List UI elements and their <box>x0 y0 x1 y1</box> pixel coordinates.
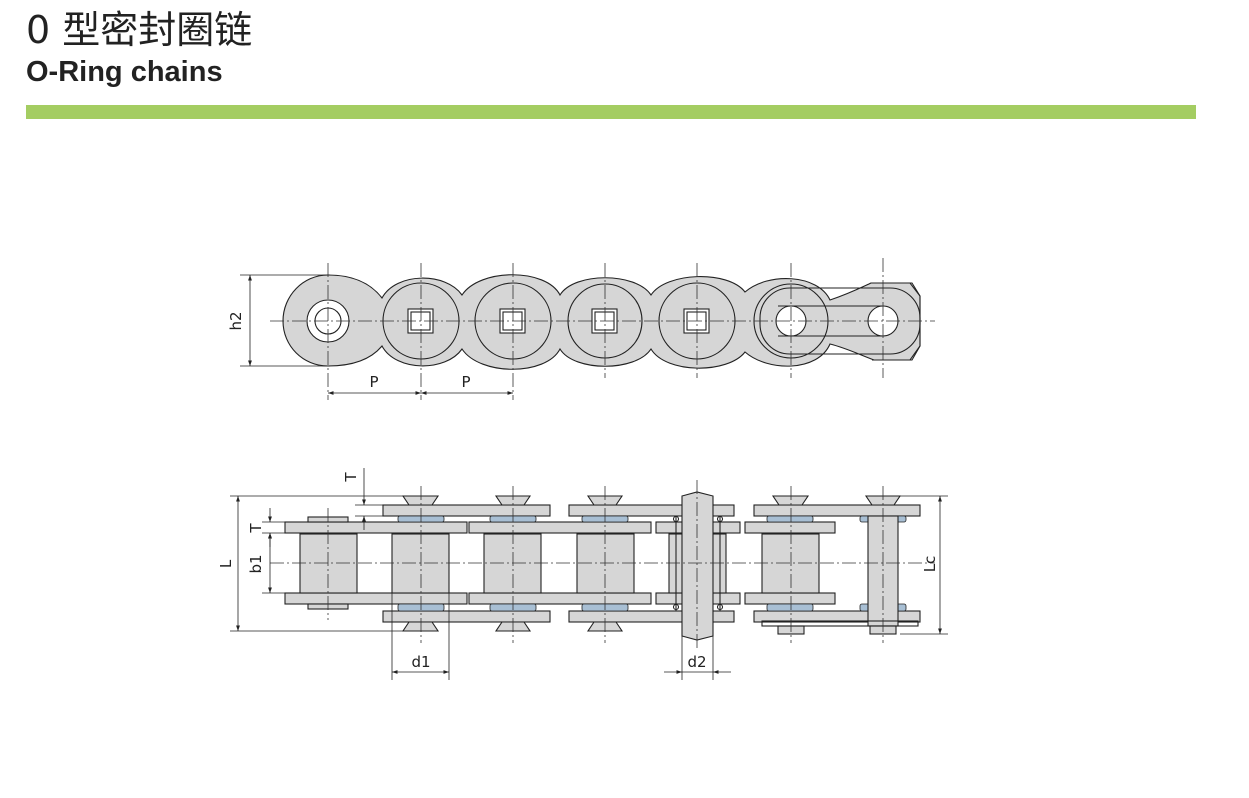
dim-label-T-outer: T <box>342 472 360 483</box>
dim-label-Lc: Lc <box>921 556 939 573</box>
dim-label-d2: d2 <box>687 653 706 671</box>
accent-bar <box>26 105 1196 119</box>
dim-label-d1: d1 <box>411 653 430 671</box>
dim-label-L: L <box>217 559 235 568</box>
dim-label-T-inner: T <box>247 523 265 534</box>
top-view: L T T b1 Lc d1 d2 <box>217 468 948 680</box>
dim-label-b1: b1 <box>247 554 265 573</box>
page-title-english: O-Ring chains <box>26 56 223 88</box>
dim-label-h2: h2 <box>227 311 245 330</box>
side-view: h2 P P <box>227 258 935 400</box>
dim-label-pitch-1: P <box>369 373 378 391</box>
page-title-chinese: 0 型密封圈链 <box>26 8 253 52</box>
dim-label-pitch-2: P <box>461 373 470 391</box>
